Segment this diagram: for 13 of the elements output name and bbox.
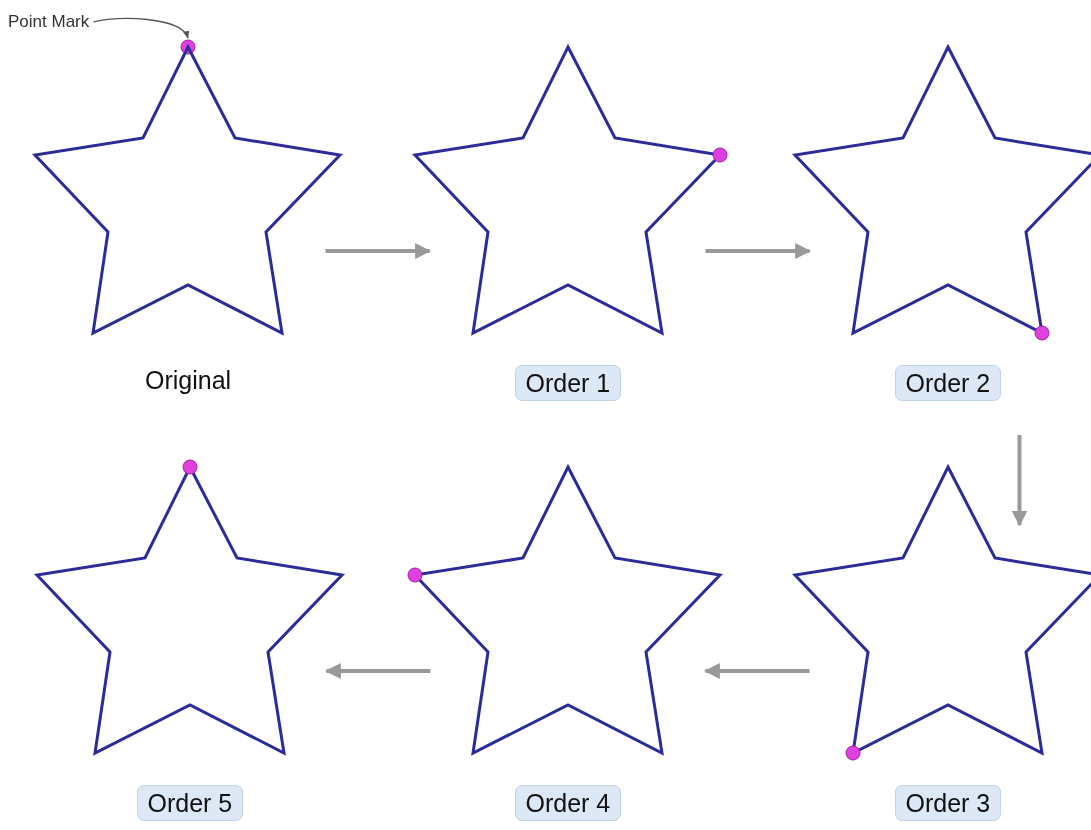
caption-tag: Order 4 <box>514 785 622 821</box>
arrow <box>1011 435 1028 527</box>
caption-tag: Order 5 <box>136 785 244 821</box>
caption-tag: Order 1 <box>514 365 622 401</box>
arrow <box>325 243 432 259</box>
callout-label: Point Mark <box>8 12 90 32</box>
caption-tag: Order 2 <box>894 365 1002 401</box>
leader-line <box>92 17 189 39</box>
arrow <box>705 243 812 259</box>
caption-tag: Order 3 <box>894 785 1002 821</box>
caption-label: Original <box>145 365 232 395</box>
arrow <box>703 663 810 679</box>
arrow <box>324 663 431 679</box>
